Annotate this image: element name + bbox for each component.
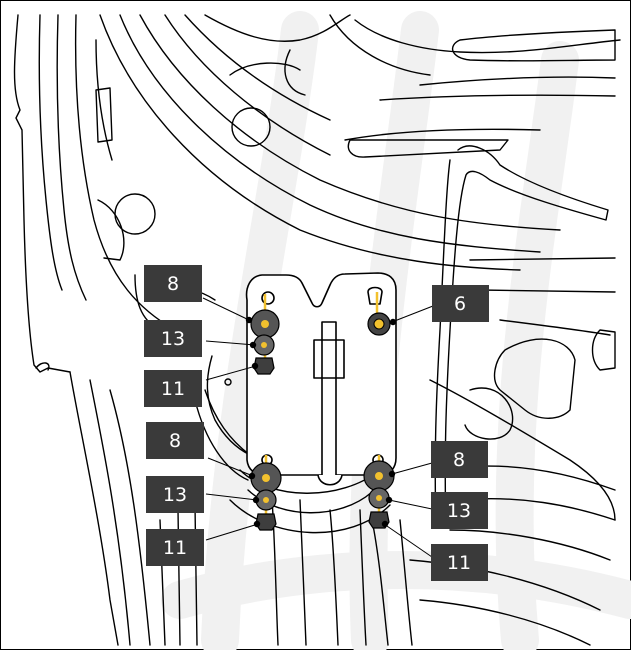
nut-right: [363, 460, 395, 492]
callout-13-top-label: 13: [161, 328, 185, 350]
callout-6: 6: [432, 285, 489, 322]
nut-6: [367, 312, 391, 336]
callout-8-top: 8: [144, 265, 202, 302]
nut-mid-left: [250, 462, 282, 494]
callout-8-right: 8: [431, 441, 488, 478]
callouts: 8 13 11 8 13 11 6 8: [144, 265, 489, 581]
callout-13-mid-label: 13: [163, 484, 187, 506]
callout-11-mid-label: 11: [163, 537, 187, 559]
callout-11-top-label: 11: [161, 378, 185, 400]
callout-13-top: 13: [144, 320, 202, 357]
callout-13-right: 13: [431, 492, 488, 529]
fasteners: [250, 309, 395, 531]
leader-dots: [245, 316, 397, 528]
washer-right: [368, 487, 390, 509]
callout-8-right-label: 8: [453, 449, 465, 471]
callout-8-mid-label: 8: [169, 430, 181, 452]
callout-11-right-label: 11: [447, 552, 471, 574]
callout-8-mid: 8: [146, 422, 204, 459]
leader-lines: [202, 297, 434, 558]
callout-11-top: 11: [144, 370, 202, 407]
callout-11-right: 11: [431, 544, 488, 581]
callout-6-label: 6: [454, 293, 466, 315]
body-linework: [13, 14, 621, 646]
callout-8-top-label: 8: [167, 273, 179, 295]
callout-13-mid: 13: [146, 476, 204, 513]
nut-top-left: [250, 309, 280, 339]
washer-top-left: [253, 334, 275, 356]
callout-13-right-label: 13: [447, 500, 471, 522]
callout-11-mid: 11: [146, 529, 204, 566]
mounting-plate: [245, 272, 397, 486]
washer-mid-left: [255, 489, 277, 511]
